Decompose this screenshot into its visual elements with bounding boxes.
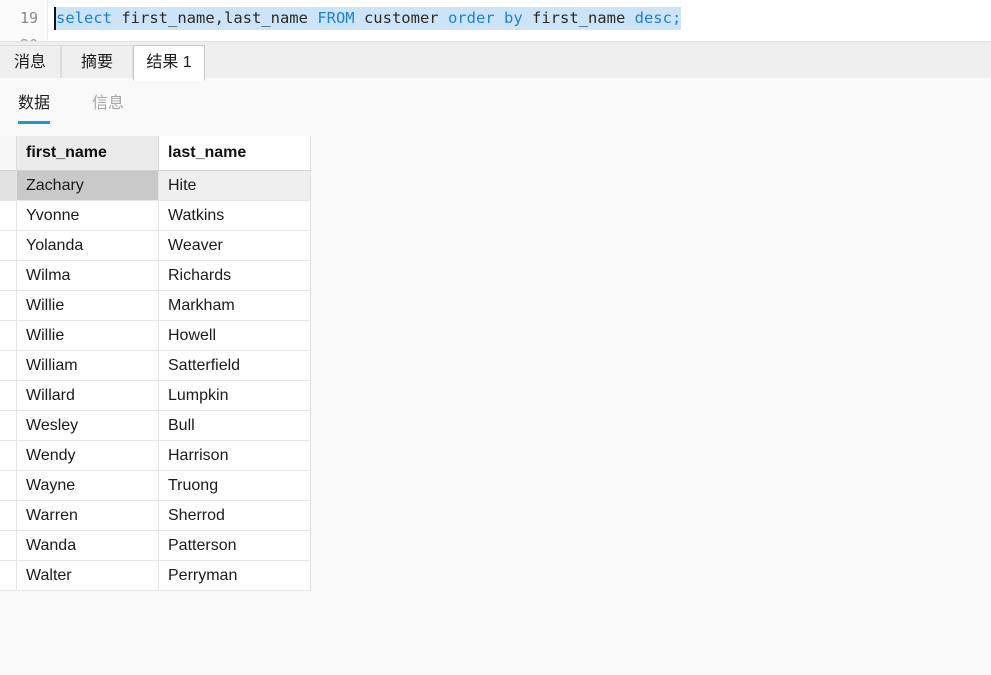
row-selector[interactable]: [0, 531, 17, 561]
row-selector-header[interactable]: [0, 136, 17, 171]
row-selector[interactable]: [0, 201, 17, 231]
result-tab-strip: 消息 摘要 结果 1: [0, 42, 991, 81]
row-selector[interactable]: [0, 561, 17, 591]
sql-token-table: customer: [354, 9, 448, 27]
table-cell-last_name[interactable]: Satterfield: [159, 351, 311, 381]
table-cell-last_name[interactable]: Bull: [159, 411, 311, 441]
table-cell-first_name[interactable]: Wendy: [17, 441, 159, 471]
table-cell-first_name[interactable]: Willard: [17, 381, 159, 411]
table-cell-last_name[interactable]: Hite: [159, 171, 311, 201]
table-cell-first_name[interactable]: Yolanda: [17, 231, 159, 261]
sql-token-order: order: [447, 9, 495, 27]
tab-result-1[interactable]: 结果 1: [133, 45, 205, 81]
row-selector[interactable]: [0, 171, 17, 201]
table-cell-first_name[interactable]: Wayne: [17, 471, 159, 501]
table-cell-first_name[interactable]: Wesley: [17, 411, 159, 441]
table-cell-last_name[interactable]: Howell: [159, 321, 311, 351]
sql-token-desc: desc: [634, 9, 672, 27]
table-cell-last_name[interactable]: Truong: [159, 471, 311, 501]
table-cell-last_name[interactable]: Richards: [159, 261, 311, 291]
line-number-19: 19: [19, 9, 38, 27]
table-cell-last_name[interactable]: Sherrod: [159, 501, 311, 531]
row-selector[interactable]: [0, 381, 17, 411]
sql-token-by: by: [503, 9, 523, 27]
row-selector[interactable]: [0, 441, 17, 471]
row-selector[interactable]: [0, 321, 17, 351]
table-cell-first_name[interactable]: Yvonne: [17, 201, 159, 231]
sql-code-line[interactable]: select first_name,last_name FROM custome…: [56, 5, 682, 32]
column-header-first_name[interactable]: first_name: [17, 136, 159, 171]
sql-token-space: [495, 9, 504, 27]
table-cell-first_name[interactable]: Walter: [17, 561, 159, 591]
table-cell-first_name[interactable]: Willie: [17, 291, 159, 321]
table-cell-last_name[interactable]: Weaver: [159, 231, 311, 261]
table-cell-last_name[interactable]: Patterson: [159, 531, 311, 561]
subtab-info[interactable]: 信息: [92, 95, 125, 112]
row-selector[interactable]: [0, 351, 17, 381]
sql-token-select: select: [56, 9, 112, 27]
sql-token-ordercol: first_name: [522, 9, 635, 27]
line-number-20: 20: [0, 32, 38, 41]
row-selector[interactable]: [0, 411, 17, 441]
table-cell-first_name[interactable]: Wanda: [17, 531, 159, 561]
result-subtab-bar: 数据 信息: [0, 78, 991, 124]
subtab-data[interactable]: 数据: [18, 89, 51, 124]
tab-summary[interactable]: 摘要: [61, 45, 133, 78]
sql-token-columns: first_name,last_name: [112, 9, 318, 27]
sql-selection[interactable]: select first_name,last_name FROM custome…: [56, 7, 682, 30]
line-number-18: 18: [0, 0, 38, 8]
editor-line-number-gutter: 18 19 20: [0, 0, 48, 41]
table-cell-first_name[interactable]: Zachary: [17, 171, 159, 201]
row-selector[interactable]: [0, 291, 17, 321]
table-cell-last_name[interactable]: Lumpkin: [159, 381, 311, 411]
row-selector[interactable]: [0, 471, 17, 501]
sql-token-from: FROM: [317, 9, 355, 27]
column-header-last_name[interactable]: last_name: [159, 136, 311, 171]
table-cell-first_name[interactable]: Warren: [17, 501, 159, 531]
table-cell-last_name[interactable]: Watkins: [159, 201, 311, 231]
table-cell-first_name[interactable]: William: [17, 351, 159, 381]
table-cell-first_name[interactable]: Wilma: [17, 261, 159, 291]
row-selector[interactable]: [0, 501, 17, 531]
tab-messages[interactable]: 消息: [0, 45, 61, 78]
row-selector[interactable]: [0, 261, 17, 291]
table-cell-last_name[interactable]: Markham: [159, 291, 311, 321]
table-cell-last_name[interactable]: Perryman: [159, 561, 311, 591]
row-selector[interactable]: [0, 231, 17, 261]
table-cell-last_name[interactable]: Harrison: [159, 441, 311, 471]
table-cell-first_name[interactable]: Willie: [17, 321, 159, 351]
sql-editor[interactable]: 18 19 20 select first_name,last_name FRO…: [0, 0, 991, 42]
sql-token-semicolon: ;: [671, 9, 682, 27]
